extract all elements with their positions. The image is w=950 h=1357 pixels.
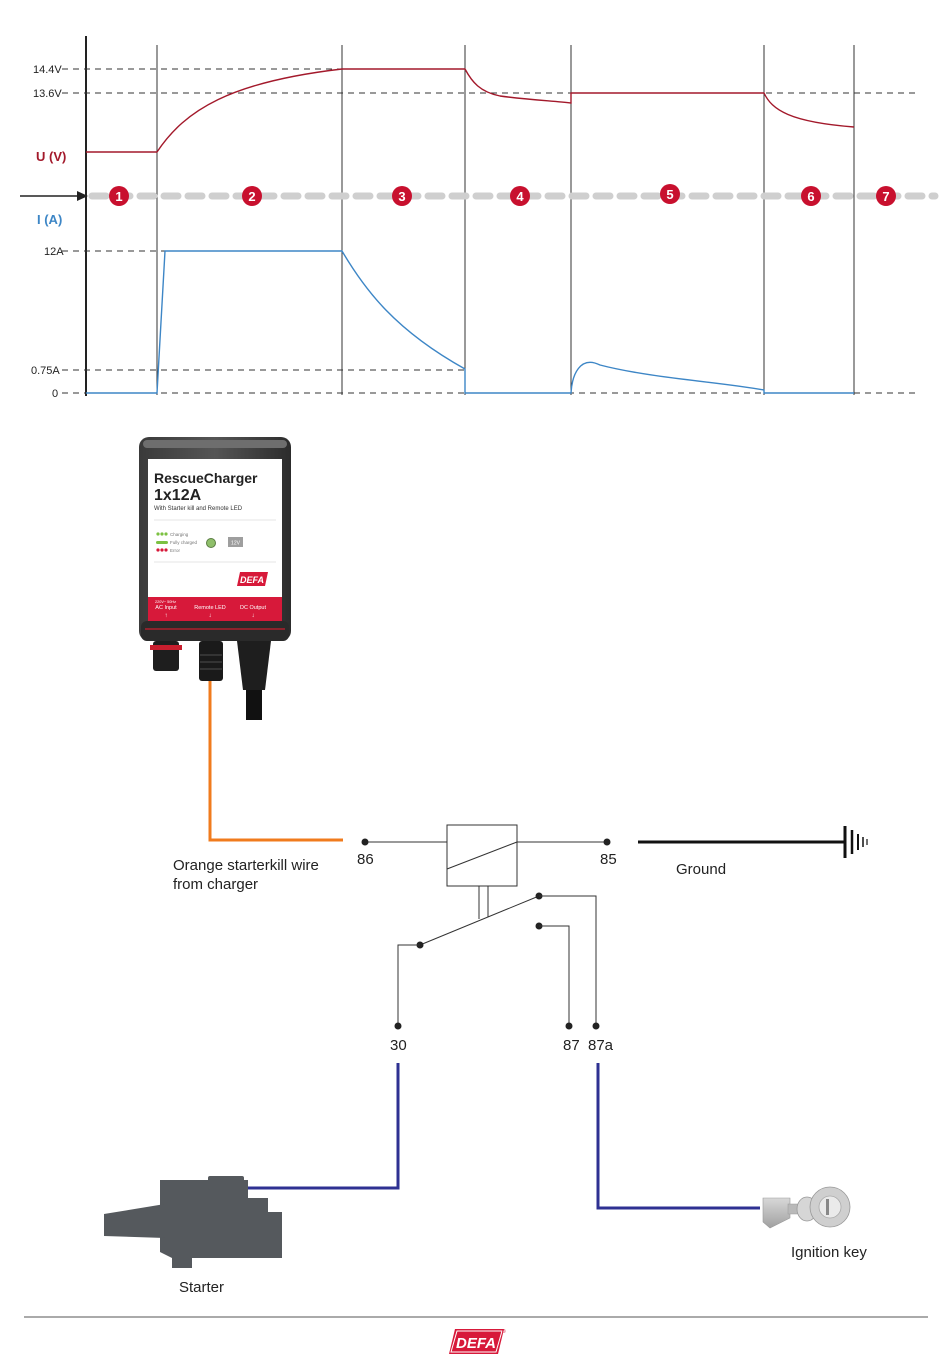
led-dot — [160, 548, 163, 551]
orange-starterkill-wire — [210, 681, 343, 840]
lead-87 — [539, 926, 569, 1026]
voltage-axis-label: U (V) — [36, 149, 66, 164]
tick-label-0-75a: 0.75A — [31, 365, 60, 377]
charger-subtitle: With Starter kill and Remote LED — [154, 506, 243, 512]
phase-badge: 3 — [392, 186, 412, 206]
ground-label: Ground — [676, 861, 726, 878]
lead-87a — [539, 896, 596, 1026]
phase-badge: 6 — [801, 186, 821, 206]
charger-base — [141, 621, 289, 641]
terminal-85 — [604, 839, 611, 846]
current-curve — [86, 251, 854, 393]
tick-label-14-4v: 14.4V — [33, 64, 62, 76]
pin-label-30: 30 — [390, 1037, 407, 1054]
ignition-wire — [598, 1063, 760, 1208]
ac-input-connector — [150, 641, 182, 671]
status-charging-text: Charging — [170, 532, 189, 537]
led-dot — [164, 532, 167, 535]
led-bar — [156, 541, 168, 544]
port-dc-arrow: ↓ — [252, 613, 255, 619]
cable-boot — [237, 641, 271, 690]
key-bow — [763, 1198, 790, 1228]
phase-badge: 2 — [242, 186, 262, 206]
pin-label-85: 85 — [600, 851, 617, 868]
rescue-charger-device: RescueCharger 1x12A With Starter kill an… — [139, 437, 291, 720]
port-led-label: Remote LED — [194, 605, 226, 611]
registered-mark: ® — [502, 1328, 506, 1335]
phase-boundaries — [157, 45, 854, 395]
port-led-arrow: ↓ — [209, 613, 212, 619]
lock-face-inner — [819, 1196, 841, 1218]
ground-icon — [845, 826, 867, 858]
pin-label-86: 86 — [357, 851, 374, 868]
phase-badge: 1 — [109, 186, 129, 206]
phase-badge-number: 1 — [115, 189, 122, 204]
phase-badge: 5 — [660, 184, 680, 204]
pin-label-87a: 87a — [588, 1037, 614, 1054]
remote-led-connector — [199, 641, 223, 681]
starter-solenoid — [208, 1176, 244, 1190]
starter-motor-icon — [104, 1176, 282, 1268]
current-axis-label: I (A) — [37, 212, 62, 227]
starter-wire — [248, 1063, 398, 1188]
tick-label-12a: 12A — [44, 246, 64, 258]
tick-label-13-6v: 13.6V — [33, 88, 62, 100]
charger-top-rim — [143, 440, 287, 448]
pin-label-87: 87 — [563, 1037, 580, 1054]
charger-model: 1x12A — [154, 487, 202, 504]
charger-title: RescueCharger — [154, 470, 258, 486]
charger-defa-logo: DEFA — [237, 572, 268, 586]
voltage-curve — [86, 69, 854, 152]
charge-curve-chart: 14.4V 13.6V 12A 0.75A 0 U (V) I (A) 1 2 … — [20, 36, 935, 400]
port-ac-sub: 220V~ 50Hz — [155, 600, 176, 604]
led-dot — [156, 548, 159, 551]
status-charged-text: Fully charged — [170, 540, 198, 545]
connector-body — [199, 641, 223, 681]
port-ac-label: AC Input — [155, 605, 177, 611]
status-led — [207, 539, 216, 548]
terminal-87a — [593, 1023, 600, 1030]
starter-body — [160, 1180, 282, 1268]
relay-wiring: Orange starterkill wire from charger 86 … — [104, 681, 867, 1296]
phase-badge: 7 — [876, 186, 896, 206]
status-error-text: Error — [170, 548, 181, 553]
led-dot — [156, 532, 159, 535]
phase-badge-number: 7 — [882, 189, 889, 204]
led-dot — [160, 532, 163, 535]
footer: DEFA ® — [24, 1317, 928, 1354]
phase-badge-number: 6 — [807, 189, 814, 204]
phase-badge-number: 5 — [666, 187, 673, 202]
port-ac-arrow: ↑ — [165, 613, 168, 619]
key-slot — [826, 1199, 829, 1215]
led-dot — [164, 548, 167, 551]
cable — [246, 690, 262, 720]
defa-logo-text: DEFA — [240, 575, 264, 585]
connector-ring — [150, 645, 182, 650]
footer-defa-logo: DEFA ® — [449, 1328, 506, 1354]
starter-label: Starter — [179, 1279, 224, 1296]
phase-badge: 4 — [510, 186, 530, 206]
reference-lines — [62, 69, 920, 393]
lead-30 — [398, 945, 420, 1026]
terminal-87 — [566, 1023, 573, 1030]
phase-badge-number: 2 — [248, 189, 255, 204]
terminal-30 — [395, 1023, 402, 1030]
ignition-key-icon — [763, 1187, 850, 1228]
orange-wire-label-line1: Orange starterkill wire — [173, 857, 319, 874]
voltage-box-text: 12V — [231, 541, 241, 547]
starter-shaft — [104, 1204, 165, 1238]
phase-badge-number: 3 — [398, 189, 405, 204]
ignition-key-label: Ignition key — [791, 1244, 867, 1261]
orange-wire-label-line2: from charger — [173, 876, 258, 893]
terminal-86 — [362, 839, 369, 846]
dc-output-cable — [237, 641, 271, 720]
phase-badge-number: 4 — [516, 189, 524, 204]
tick-label-zero: 0 — [52, 388, 58, 400]
port-dc-label: DC Output — [240, 605, 266, 611]
defa-logo-text: DEFA — [456, 1335, 496, 1352]
